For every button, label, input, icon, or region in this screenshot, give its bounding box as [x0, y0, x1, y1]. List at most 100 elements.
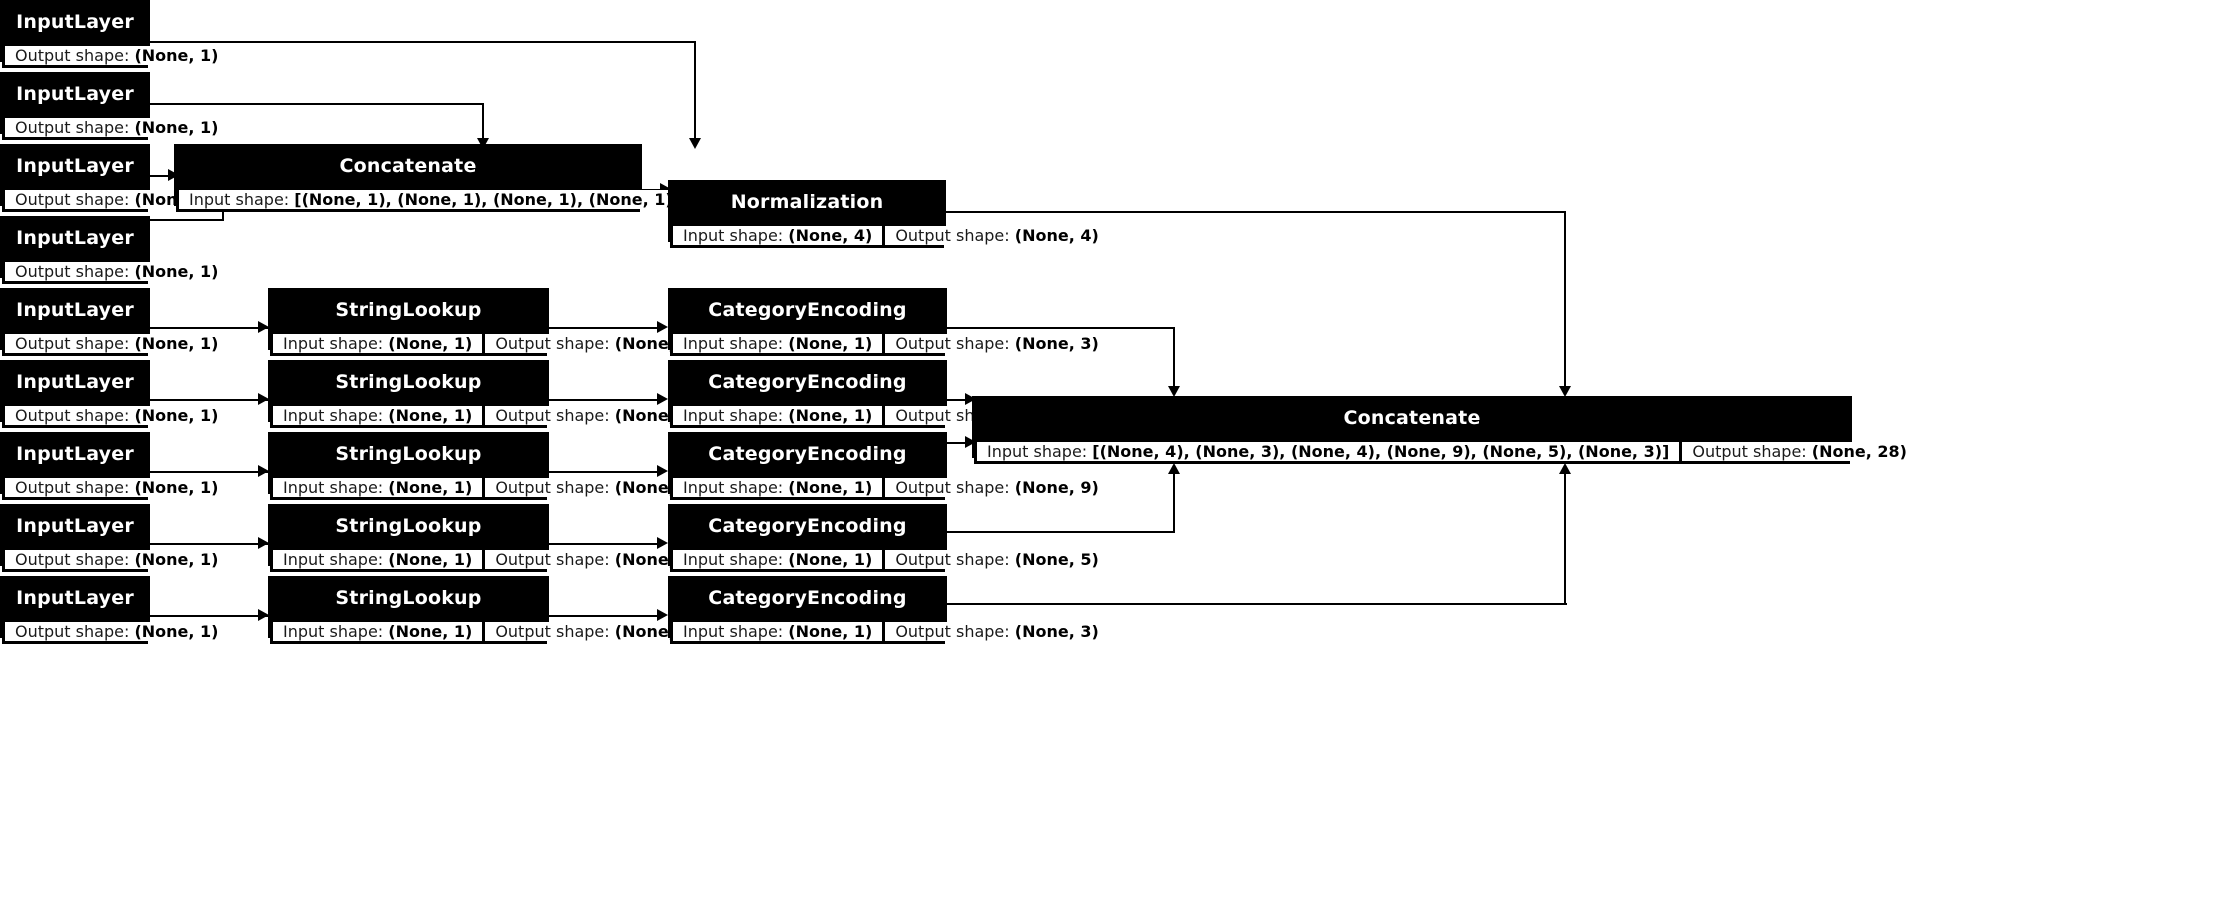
input-shape-value: (None, 1) [788, 406, 873, 425]
node-title: CategoryEncoding [670, 434, 945, 475]
node-body: Output shape: (None, 1) [2, 475, 229, 500]
node-title: CategoryEncoding [670, 290, 945, 331]
edge-encoding2-to-final-arrowhead [965, 393, 976, 405]
input-shape-label: Input shape: [283, 334, 384, 353]
output-shape-value: (None, 1) [134, 262, 219, 281]
edge-concat-to-norm-arrowhead [660, 183, 671, 195]
node-input-cat-1[interactable]: InputLayer Output shape: (None, 1) [0, 288, 229, 356]
edge-catinput3-arrowhead [258, 465, 269, 477]
node-title: StringLookup [270, 362, 547, 403]
output-shape-value: (None, 5) [1014, 550, 1099, 569]
node-categoryencoding-3[interactable]: CategoryEncoding Input shape: (None, 1) … [668, 432, 1109, 500]
node-title: CategoryEncoding [670, 578, 945, 619]
edge-catinput4-arrowhead [258, 537, 269, 549]
output-shape-value: (None, 1) [134, 406, 219, 425]
node-stringlookup-2[interactable]: StringLookup Input shape: (None, 1) Outp… [268, 360, 709, 428]
node-input-cat-3[interactable]: InputLayer Output shape: (None, 1) [0, 432, 229, 500]
edge-input2-to-concat-v [482, 103, 484, 140]
output-shape-value: (None, 3) [1014, 334, 1099, 353]
output-shape-label: Output shape: [895, 226, 1010, 245]
output-shape-cell: Output shape: (None, 1) [485, 622, 709, 641]
edge-input4-to-concat-h [150, 219, 224, 221]
output-shape-label: Output shape: [15, 262, 130, 281]
output-shape-label: Output shape: [15, 478, 130, 497]
node-title: Normalization [670, 182, 944, 223]
input-shape-cell: Input shape: (None, 1) [673, 334, 883, 353]
edge-encoding1-to-final-v [1173, 327, 1175, 388]
input-shape-label: Input shape: [283, 550, 384, 569]
node-body: Input shape: (None, 1) Output shape: (No… [270, 475, 709, 500]
node-body: Input shape: (None, 1) Output shape: (No… [270, 547, 709, 572]
node-categoryencoding-5[interactable]: CategoryEncoding Input shape: (None, 1) … [668, 576, 1109, 644]
edge-encoding5-to-final-arrowhead [1559, 463, 1571, 474]
node-input-cat-2[interactable]: InputLayer Output shape: (None, 1) [0, 360, 229, 428]
node-title: InputLayer [2, 2, 148, 43]
node-input-num-2[interactable]: InputLayer Output shape: (None, 1) [0, 72, 229, 140]
output-shape-value: (None, 1) [134, 550, 219, 569]
node-body: Output shape: (None, 1) [2, 331, 229, 356]
node-input-cat-5[interactable]: InputLayer Output shape: (None, 1) [0, 576, 229, 644]
node-categoryencoding-1[interactable]: CategoryEncoding Input shape: (None, 1) … [668, 288, 1109, 356]
node-body: Output shape: (None, 1) [2, 187, 229, 212]
edge-encoding1-to-final-arrowhead [1168, 386, 1180, 397]
output-shape-label: Output shape: [895, 550, 1010, 569]
edge-catinput5-arrowhead [258, 609, 269, 621]
node-categoryencoding-2[interactable]: CategoryEncoding Input shape: (None, 1) … [668, 360, 1109, 428]
node-body: Output shape: (None, 1) [2, 547, 229, 572]
edge-input1-to-concat-h [150, 41, 696, 43]
output-shape-cell: Output shape: (None, 1) [5, 118, 229, 137]
node-input-num-4[interactable]: InputLayer Output shape: (None, 1) [0, 216, 229, 284]
node-input-num-1[interactable]: InputLayer Output shape: (None, 1) [0, 0, 229, 68]
node-title: StringLookup [270, 578, 547, 619]
edge-encoding3-to-final-h [947, 442, 972, 444]
node-stringlookup-1[interactable]: StringLookup Input shape: (None, 1) Outp… [268, 288, 709, 356]
node-normalization[interactable]: Normalization Input shape: (None, 4) Out… [668, 180, 1109, 248]
node-body: Input shape: (None, 1) Output shape: (No… [270, 403, 709, 428]
node-title: InputLayer [2, 578, 148, 619]
output-shape-cell: Output shape: (None, 1) [5, 46, 229, 65]
output-shape-value: (None, 1) [134, 478, 219, 497]
output-shape-cell: Output shape: (None, 28) [1682, 442, 1917, 461]
output-shape-cell: Output shape: (None, 1) [5, 334, 229, 353]
node-categoryencoding-4[interactable]: CategoryEncoding Input shape: (None, 1) … [668, 504, 1109, 572]
edge-lookup1-arrowhead [657, 321, 668, 333]
output-shape-cell: Output shape: (None, 1) [5, 406, 229, 425]
edge-lookup3-arrowhead [657, 465, 668, 477]
edge-encoding5-to-final-h [947, 603, 1567, 605]
node-title: CategoryEncoding [670, 362, 945, 403]
output-shape-value: (None, 1) [134, 46, 219, 65]
node-input-num-3[interactable]: InputLayer Output shape: (None, 1) [0, 144, 229, 212]
input-shape-cell: Input shape: (None, 4) [673, 226, 883, 245]
edge-catinput4-to-lookup4 [150, 543, 362, 545]
input-shape-value: (None, 1) [388, 622, 473, 641]
node-concat-final[interactable]: Concatenate Input shape: [(None, 4), (No… [972, 396, 1917, 464]
edge-lookup2-arrowhead [657, 393, 668, 405]
input-shape-value: (None, 4) [788, 226, 873, 245]
input-shape-label: Input shape: [683, 406, 784, 425]
node-concat-numeric[interactable]: Concatenate Input shape: [(None, 1), (No… [174, 144, 917, 212]
output-shape-cell: Output shape: (None, 1) [5, 262, 229, 281]
edge-norm-to-final-arrowhead [1559, 386, 1571, 397]
node-stringlookup-4[interactable]: StringLookup Input shape: (None, 1) Outp… [268, 504, 709, 572]
input-shape-value: (None, 1) [388, 478, 473, 497]
node-body: Output shape: (None, 1) [2, 259, 229, 284]
input-shape-cell: Input shape: (None, 1) [673, 478, 883, 497]
input-shape-value: [(None, 4), (None, 3), (None, 4), (None,… [1092, 442, 1670, 461]
node-stringlookup-5[interactable]: StringLookup Input shape: (None, 1) Outp… [268, 576, 709, 644]
input-shape-label: Input shape: [283, 478, 384, 497]
input-shape-label: Input shape: [683, 334, 784, 353]
input-shape-value: (None, 1) [788, 622, 873, 641]
input-shape-value: (None, 1) [388, 406, 473, 425]
node-input-cat-4[interactable]: InputLayer Output shape: (None, 1) [0, 504, 229, 572]
node-title: StringLookup [270, 290, 547, 331]
node-title: StringLookup [270, 506, 547, 547]
input-shape-label: Input shape: [283, 406, 384, 425]
node-stringlookup-3[interactable]: StringLookup Input shape: (None, 1) Outp… [268, 432, 709, 500]
edge-lookup2-to-encoding2 [549, 399, 661, 401]
output-shape-value: (None, 1) [134, 622, 219, 641]
input-shape-cell: Input shape: (None, 1) [673, 406, 883, 425]
edge-encoding1-to-final-h [947, 327, 1175, 329]
output-shape-value: (None, 3) [1014, 622, 1099, 641]
node-body: Input shape: [(None, 4), (None, 3), (Non… [974, 439, 1917, 464]
